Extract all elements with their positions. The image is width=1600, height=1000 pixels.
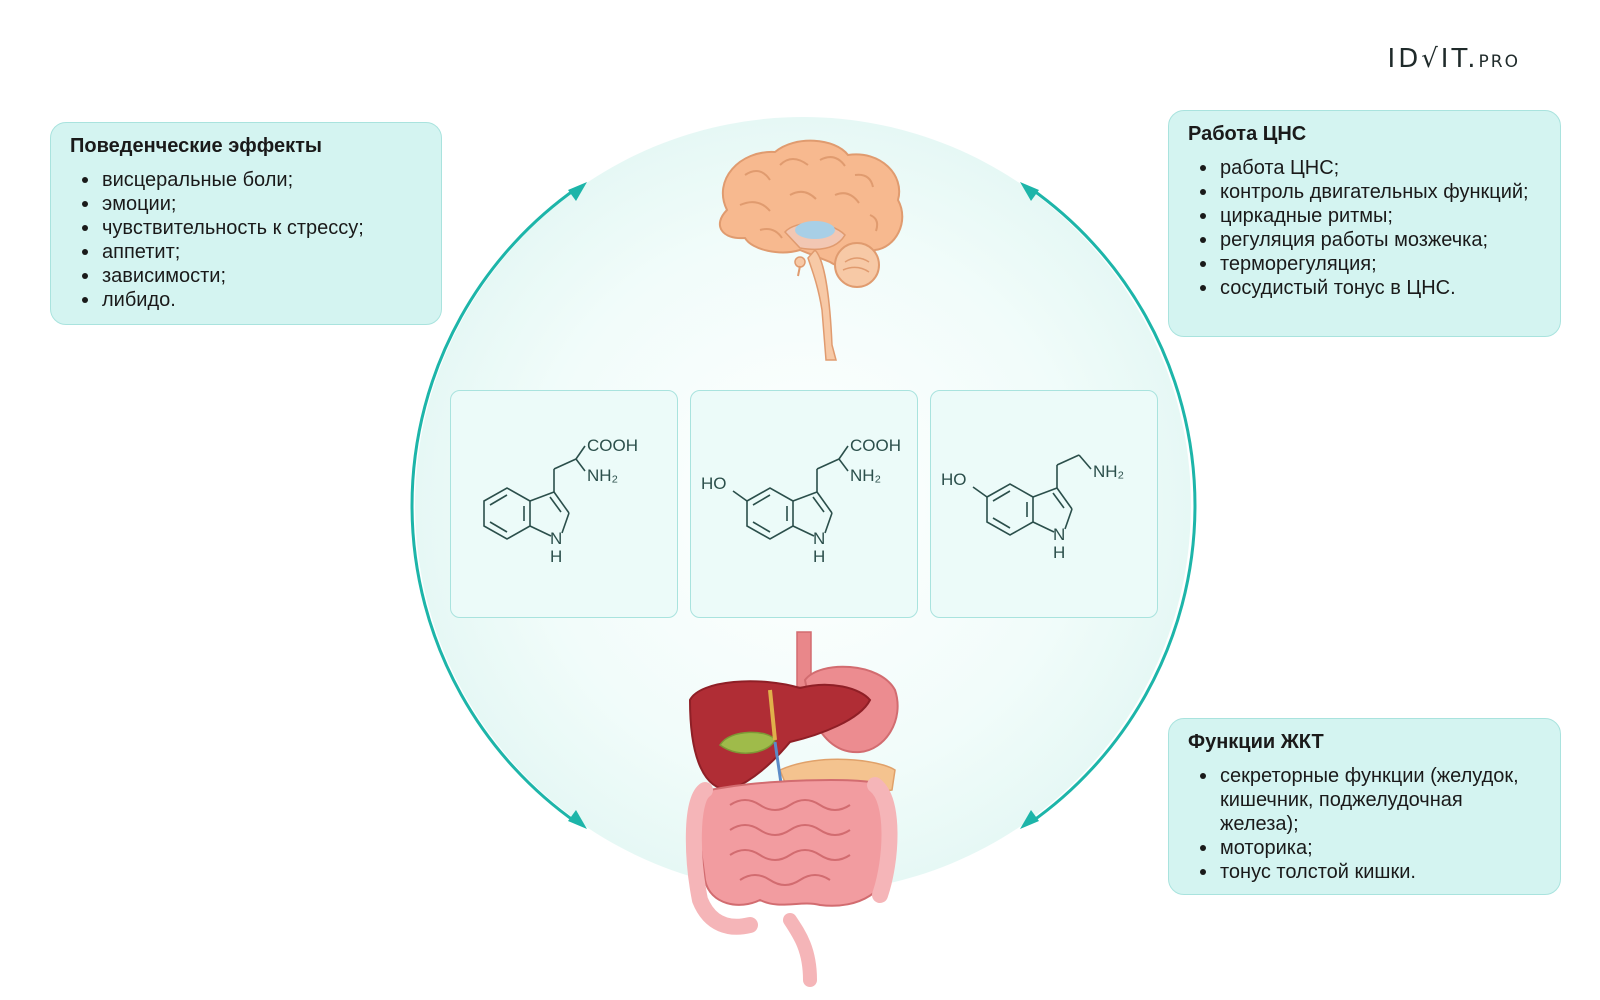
git-function-title: Функции ЖКТ — [1188, 731, 1324, 753]
list-item: сосудистый тонус в ЦНС. — [1200, 276, 1542, 300]
h-label: H — [550, 547, 562, 566]
nh-label: N — [1053, 525, 1065, 544]
acid-label: COOH — [850, 436, 901, 455]
list-item: моторика; — [1200, 836, 1542, 860]
serotonin-card: NH₂ HO N H — [930, 390, 1158, 618]
cns-function-list: работа ЦНС; контроль двигательных функци… — [1188, 156, 1542, 300]
arrow-icon-bottom-right — [1020, 810, 1039, 829]
arc-left — [410, 186, 578, 825]
htp-card: COOH NH₂ HO N H — [690, 390, 918, 618]
h-label: H — [813, 547, 825, 566]
list-item: секреторные функции (желудок, кишечник, … — [1200, 764, 1542, 836]
hydroxyl-label: HO — [941, 470, 967, 489]
list-item: работа ЦНС; — [1200, 156, 1542, 180]
digestive-system-illustration — [685, 631, 899, 987]
hydroxyl-label: HO — [701, 474, 727, 493]
logo-suffix: PRO — [1478, 52, 1520, 72]
list-item: висцеральные боли; — [82, 168, 423, 192]
brand-logo: ID√IT.PRO — [1388, 44, 1520, 74]
list-item: контроль двигательных функций; — [1200, 180, 1542, 204]
list-item: зависимости; — [82, 264, 423, 288]
acid-label: COOH — [587, 436, 638, 455]
cns-function-box: Работа ЦНС работа ЦНС; контроль двигател… — [1168, 110, 1561, 337]
behavior-effects-list: висцеральные боли; эмоции; чувствительно… — [70, 168, 423, 312]
h-label: H — [1053, 543, 1065, 562]
tryptophan-card: COOH NH₂ N H — [450, 390, 678, 618]
amine-label: NH₂ — [1093, 462, 1124, 481]
arrow-icon-top-left — [568, 182, 587, 201]
arc-right — [1029, 186, 1197, 825]
cns-function-title: Работа ЦНС — [1188, 123, 1307, 145]
tryptophan-structure: COOH NH₂ N H — [483, 436, 638, 566]
behavior-effects-title: Поведенческие эффекты — [70, 135, 323, 157]
arrow-icon-top-right — [1020, 182, 1039, 201]
nh-label: N — [813, 529, 825, 548]
list-item: тонус толстой кишки. — [1200, 860, 1542, 884]
htp-structure: COOH NH₂ HO N H — [701, 436, 901, 566]
git-function-list: секреторные функции (желудок, кишечник, … — [1188, 764, 1542, 884]
nh-label: N — [550, 529, 562, 548]
list-item: регуляция работы мозжечка; — [1200, 228, 1542, 252]
amine-label: NH₂ — [587, 466, 618, 485]
amine-label: NH₂ — [850, 466, 881, 485]
logo-main: ID√IT. — [1387, 44, 1479, 74]
list-item: либидо. — [82, 288, 423, 312]
serotonin-structure: NH₂ HO N H — [941, 454, 1124, 562]
arrow-icon-bottom-left — [568, 810, 587, 829]
behavior-effects-box: Поведенческие эффекты висцеральные боли;… — [50, 122, 442, 325]
list-item: чувствительность к стрессу; — [82, 216, 423, 240]
git-function-box: Функции ЖКТ секреторные функции (желудок… — [1168, 718, 1561, 895]
list-item: эмоции; — [82, 192, 423, 216]
list-item: аппетит; — [82, 240, 423, 264]
brain-illustration — [719, 139, 904, 361]
list-item: терморегуляция; — [1200, 252, 1542, 276]
list-item: циркадные ритмы; — [1200, 204, 1542, 228]
